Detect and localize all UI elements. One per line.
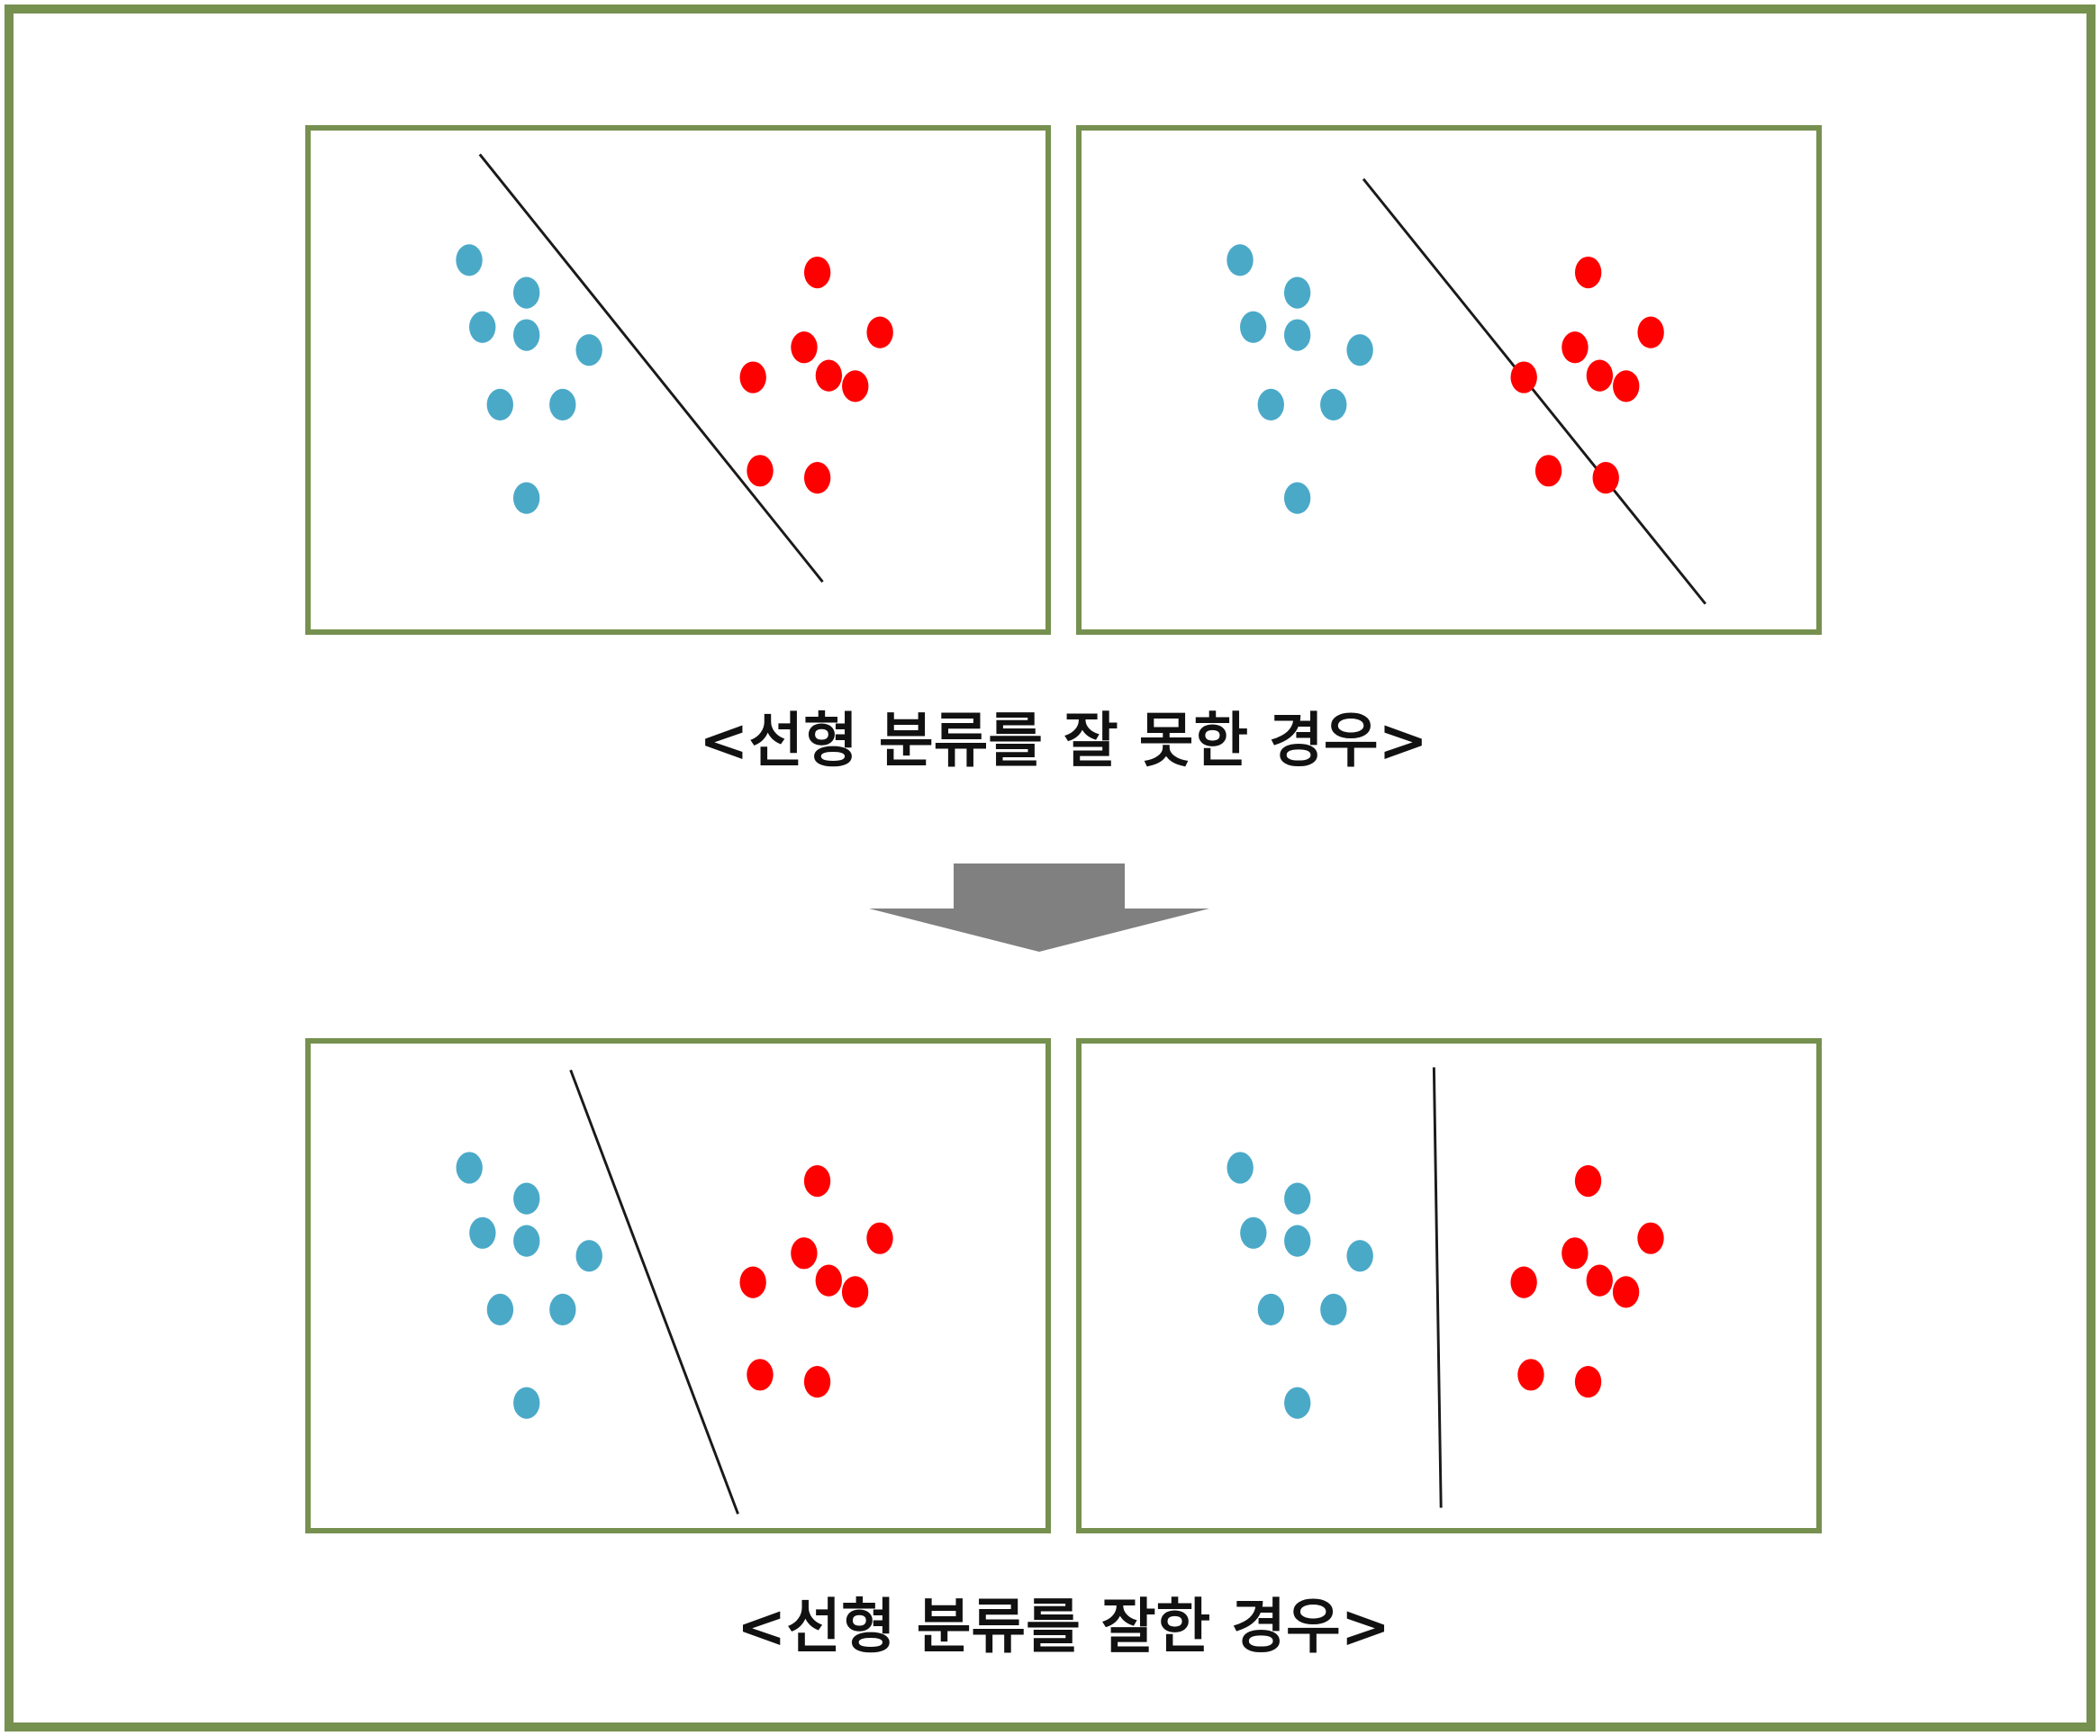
class-b-point [1592,462,1619,494]
diagram-panel-good-1 [305,1038,1051,1533]
class-b-point [739,1266,766,1298]
class-a-point [1320,1293,1347,1326]
class-b-point [747,1359,774,1391]
caption-bad-classification: <선형 분류를 잘 못한 경우> [699,706,1428,775]
class-a-point [513,1387,540,1419]
class-b-point [1586,1264,1613,1297]
class-a-point [549,1293,576,1326]
class-a-point [1346,334,1373,366]
class-a-point [456,244,483,276]
scatter-plot-bad-1 [456,153,893,583]
class-b-point [841,1276,869,1308]
class-b-point [803,1164,831,1198]
class-a-point [1227,244,1254,276]
outer-frame: <선형 분류를 잘 못한 경우> [5,5,2095,1731]
class-b-point [866,316,893,348]
class-b-point [1574,1366,1602,1398]
class-a-point [512,276,540,309]
scatter-plot-bad-2 [1227,177,1706,605]
class-a-point [1283,319,1311,351]
class-a-point [1346,1240,1373,1272]
class-b-point [842,370,869,402]
class-b-point [747,455,774,487]
class-b-point [1517,1359,1544,1391]
diagram-panel-good-2 [1076,1038,1822,1533]
class-b-point [803,256,831,289]
scatter-plot-good-2 [1227,1067,1664,1508]
class-b-point [1637,1222,1664,1254]
class-b-point [1574,256,1602,289]
class-b-point [739,361,766,393]
class-a-point [512,319,540,351]
class-a-point [1284,1225,1311,1257]
class-a-point [1240,311,1267,343]
class-a-point [1240,1216,1267,1249]
class-b-point [1561,331,1589,364]
class-a-point [575,1240,602,1272]
class-a-point [469,1216,496,1249]
class-b-point [815,1264,842,1297]
class-a-point [1284,1387,1311,1419]
decision-boundary-line [1432,1067,1443,1508]
class-a-point [1283,276,1311,309]
class-b-point [791,331,818,364]
decision-boundary-line [569,1069,739,1514]
down-arrow-icon [869,863,1209,952]
class-b-point [1574,1164,1602,1198]
class-b-point [1613,370,1640,402]
class-a-point [469,311,496,343]
class-b-point [1534,455,1562,487]
class-a-point [1227,1152,1254,1184]
scatter-plot-good-1 [456,1069,893,1514]
decision-boundary-line [478,153,824,583]
class-b-point [1637,316,1664,348]
class-a-point [1283,482,1311,514]
class-a-point [1257,388,1284,421]
class-a-point [575,334,602,366]
class-b-point [1510,1266,1537,1298]
class-b-point [1586,359,1614,392]
caption-good-classification: <선형 분류를 잘한 경우> [736,1592,1390,1661]
class-b-point [803,462,831,494]
class-a-point [513,1182,540,1215]
class-b-point [1612,1276,1640,1308]
class-b-point [803,1366,831,1398]
class-a-point [549,388,576,421]
class-b-point [815,359,843,392]
class-a-point [486,1293,514,1326]
class-a-point [1320,388,1347,421]
class-a-point [456,1152,483,1184]
diagram-panel-bad-1 [305,125,1051,635]
class-b-point [866,1222,893,1254]
class-a-point [512,482,540,514]
class-b-point [791,1237,818,1270]
decision-boundary-line [1362,177,1706,605]
class-b-point [1510,361,1537,393]
class-a-point [486,388,513,421]
class-b-point [1561,1237,1589,1270]
class-a-point [1257,1293,1285,1326]
diagram-panel-bad-2 [1076,125,1822,635]
class-a-point [513,1225,540,1257]
class-a-point [1284,1182,1311,1215]
